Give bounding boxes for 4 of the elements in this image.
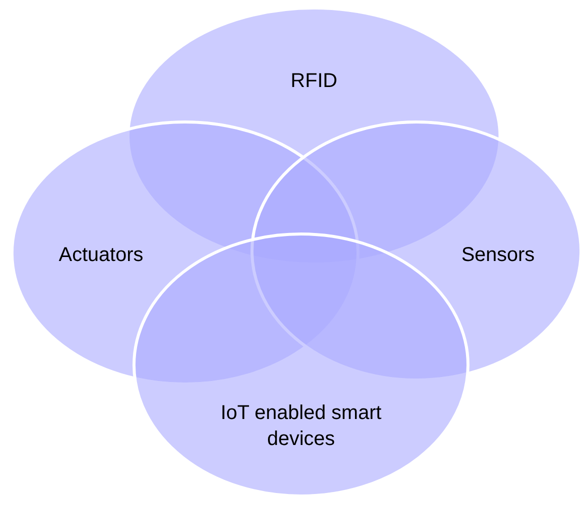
circle-label: IoT enabled smart devices [220, 401, 382, 452]
circle-label: Sensors [460, 243, 536, 268]
circle-label: Actuators [58, 243, 144, 268]
circle-label: RFID [290, 69, 338, 94]
